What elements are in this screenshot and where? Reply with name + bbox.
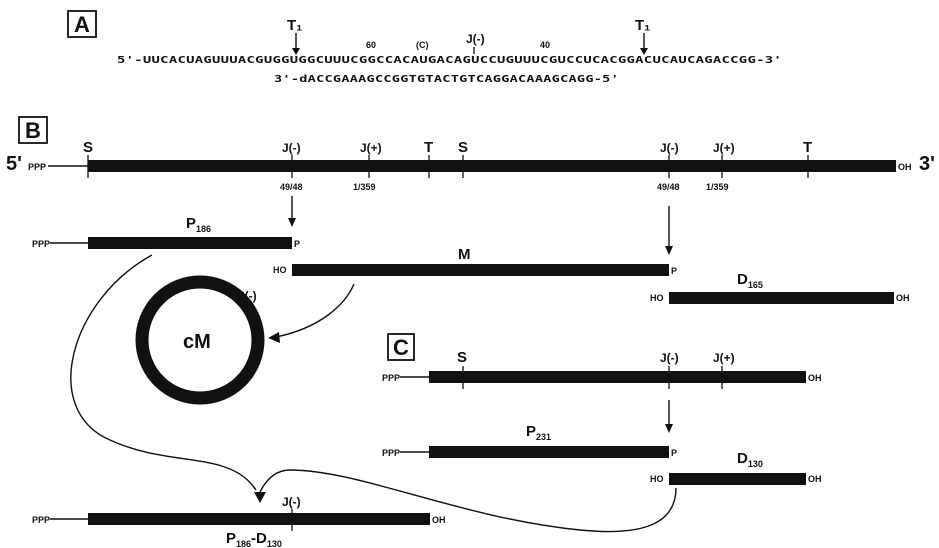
p231-p-end: P [671, 448, 677, 458]
d165-oh: OH [896, 293, 910, 303]
five-prime-label: 5' [6, 153, 22, 175]
product-join-arrowhead [254, 492, 266, 503]
arrow-down-left-head [288, 218, 296, 227]
m-p-end: P [671, 266, 677, 276]
t1-right-arrowhead [640, 48, 648, 55]
p186-label: P186 [186, 215, 211, 234]
m-to-cm-arrowhead [268, 332, 280, 343]
panel-b-box [18, 116, 48, 144]
d130-ho: HO [650, 474, 664, 484]
product-label: P186-D130 [226, 530, 282, 548]
cm-circle [135, 275, 265, 405]
p231-fragment-bar [429, 446, 669, 458]
num-60: 60 [366, 40, 376, 50]
product-oh: OH [432, 515, 446, 525]
p186-p-end: P [294, 239, 300, 249]
site-t-1: T [424, 139, 433, 156]
p186-fragment-bar [88, 237, 292, 249]
d130-fragment-bar [669, 473, 806, 485]
site-j-plus-2: J(+) [713, 141, 735, 155]
site-j-minus-1: J(-) [282, 141, 301, 155]
p186-label-main: P [186, 215, 196, 232]
d130-to-product-curve [259, 469, 677, 533]
panel-b: B 5' PPP OH 3' S J(-) J(+) T S J(-) J(+)… [6, 116, 935, 491]
product-label-d-sub: 130 [267, 539, 282, 548]
d165-ho: HO [650, 293, 664, 303]
cm-j-minus-tick [227, 291, 237, 303]
p231-label-main: P [526, 423, 536, 440]
site-t-2: T [803, 139, 812, 156]
d130-label-sub: 130 [748, 459, 763, 469]
panel-b-label: B [25, 118, 41, 143]
sequence-top: 5'-UUCACUAGUUUACGUGGUGGCUUUCGGCCACAUGACA… [117, 55, 782, 66]
p186-ppp: PPP [32, 239, 50, 249]
d165-fragment-bar [669, 292, 894, 304]
arrow-down-right-head [665, 246, 673, 255]
product-j-minus: J(-) [282, 495, 301, 509]
c-label: (C) [416, 40, 429, 50]
t1-right-label: T₁ [635, 17, 650, 34]
site-j-plus-1: J(+) [360, 141, 382, 155]
panel-a: A T₁ T₁ 60 (C) J(-) 40 5'-UUCACUAGUUUACG… [67, 10, 782, 85]
site-j-minus-2: J(-) [660, 141, 679, 155]
site-s-2: S [458, 139, 468, 156]
c-precursor-ppp: PPP [382, 373, 400, 383]
pos-49-48-1: 49/48 [280, 182, 303, 192]
t1-left-arrowhead [292, 48, 300, 55]
m-to-cm-arrow [275, 283, 355, 338]
c-arrow-down-head [665, 424, 673, 433]
panel-c-label: C [393, 335, 409, 360]
panel-c-box [387, 333, 415, 361]
c-site-j-minus: J(-) [660, 351, 679, 365]
precursor-oh: OH [898, 162, 912, 172]
c-precursor-oh: OH [808, 373, 822, 383]
m-ho: HO [273, 265, 287, 275]
product-label-dash: -D [251, 530, 267, 547]
sequence-bottom: 3'-dACCGAAAGCCGGTGTACTGTCAGGACAAAGCAGG-5… [274, 74, 619, 85]
t1-left-label: T₁ [287, 17, 302, 34]
product-ppp: PPP [32, 515, 50, 525]
c-site-j-plus: J(+) [713, 351, 735, 365]
product-chimera: PPP OH J(-) P186-D130 [32, 492, 446, 548]
d165-label-sub: 165 [748, 280, 763, 290]
product-label-p-sub: 186 [236, 539, 251, 548]
d165-label: D165 [737, 271, 763, 290]
panel-a-label: A [74, 12, 90, 37]
precursor-ppp: PPP [28, 162, 46, 172]
three-prime-label: 3' [919, 153, 935, 175]
d165-label-main: D [737, 271, 748, 288]
cm-label: cM [183, 331, 211, 353]
pos-1-359-2: 1/359 [706, 182, 729, 192]
c-site-s: S [457, 349, 467, 366]
pos-1-359-1: 1/359 [353, 182, 376, 192]
panel-a-box [67, 10, 97, 38]
panel-c: C PPP OH S J(-) J(+) PPP P P231 HO OH D1… [259, 333, 822, 533]
c-precursor-bar [429, 371, 806, 383]
p231-ppp: PPP [382, 448, 400, 458]
p186-label-sub: 186 [196, 224, 211, 234]
p186-to-product-curve [70, 254, 257, 491]
p231-label: P231 [526, 423, 551, 442]
num-40: 40 [540, 40, 550, 50]
product-bar [88, 513, 430, 525]
precursor-rna-bar [88, 160, 896, 172]
m-label: M [458, 246, 471, 263]
product-label-p: P [226, 530, 236, 547]
pos-49-48-2: 49/48 [657, 182, 680, 192]
d130-label-main: D [737, 450, 748, 467]
p231-label-sub: 231 [536, 432, 551, 442]
site-s-1: S [83, 139, 93, 156]
cm-j-minus: J(-) [238, 289, 257, 303]
m-fragment-bar [292, 264, 669, 276]
j-minus-label-a: J(-) [466, 32, 485, 46]
d130-oh: OH [808, 474, 822, 484]
d130-label: D130 [737, 450, 763, 469]
